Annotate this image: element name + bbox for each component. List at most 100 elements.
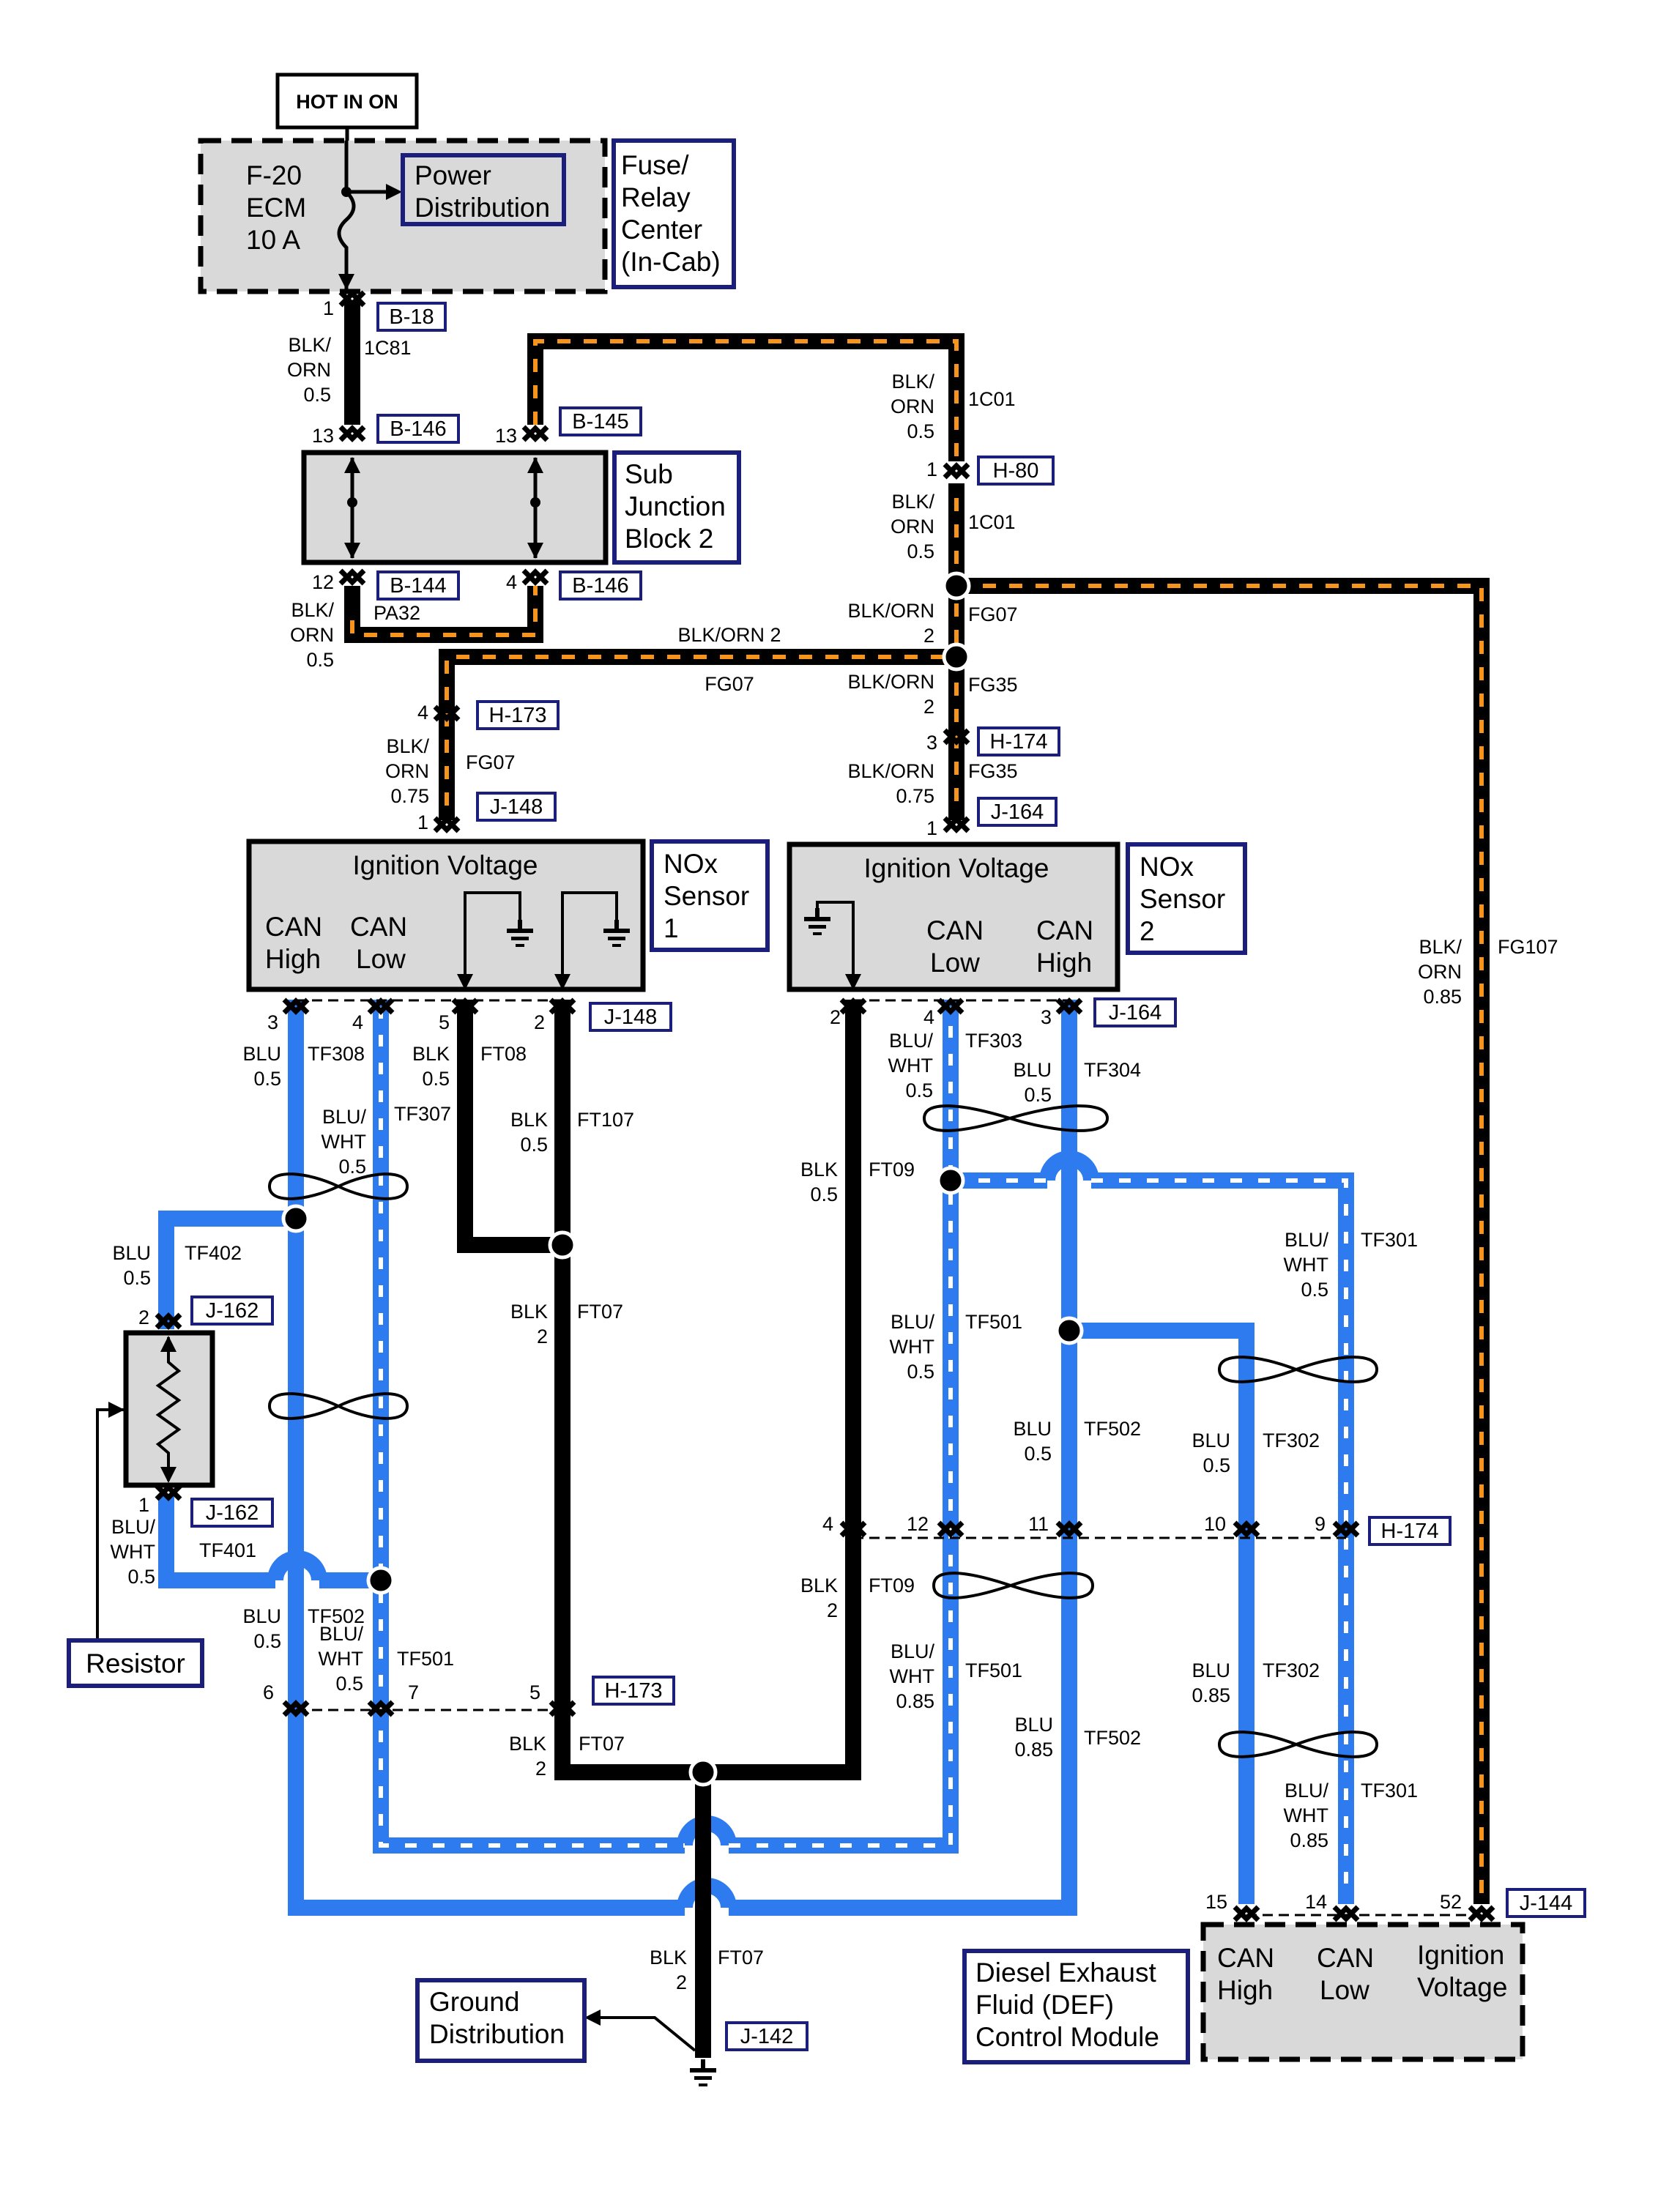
- wire-tf402: [158, 1211, 296, 1329]
- svg-text:12: 12: [907, 1513, 929, 1535]
- svg-text:FT07: FT07: [718, 1947, 764, 1969]
- wire-tf502-bottom: [288, 1710, 685, 1916]
- svg-text:0.85: 0.85: [1192, 1684, 1230, 1706]
- svg-text:BLK/ORN 2: BLK/ORN 2: [677, 624, 781, 646]
- ground-distribution-tag: [415, 1978, 587, 2063]
- svg-text:0.85: 0.85: [1014, 1739, 1053, 1761]
- connector-b-146: B-146: [572, 574, 628, 598]
- svg-text:Ground: Ground: [429, 1987, 519, 2017]
- connector-b-18: B-18: [389, 305, 434, 329]
- svg-text:7: 7: [408, 1681, 419, 1703]
- svg-text:0.5: 0.5: [907, 420, 934, 442]
- svg-text:PA32: PA32: [373, 602, 420, 624]
- wire-tf502-right: [1069, 1323, 1255, 1904]
- svg-text:BLK/ORN: BLK/ORN: [847, 671, 934, 693]
- svg-text:2: 2: [535, 1758, 546, 1780]
- svg-text:FT07: FT07: [579, 1733, 625, 1755]
- svg-text:1C81: 1C81: [364, 337, 412, 359]
- svg-text:WHT: WHT: [1284, 1254, 1328, 1276]
- svg-text:TF302: TF302: [1263, 1659, 1320, 1681]
- svg-text:4: 4: [822, 1513, 833, 1535]
- svg-text:BLU/: BLU/: [1285, 1229, 1329, 1251]
- svg-text:BLU/: BLU/: [891, 1311, 935, 1333]
- svg-text:TF502: TF502: [1084, 1418, 1141, 1440]
- svg-text:Fluid (DEF): Fluid (DEF): [975, 1990, 1114, 2020]
- svg-text:3: 3: [1041, 1006, 1052, 1028]
- svg-text:FG07: FG07: [705, 673, 754, 695]
- wire-tf401-crossover: [267, 1550, 327, 1581]
- svg-text:2: 2: [923, 625, 934, 647]
- svg-text:WHT: WHT: [890, 1665, 934, 1687]
- svg-text:1: 1: [417, 811, 428, 833]
- svg-text:FT08: FT08: [480, 1043, 527, 1065]
- can-high-wires: [158, 1000, 1255, 1916]
- twisted-pair-icons: [267, 1104, 1379, 1758]
- wire-ft08: [457, 1000, 562, 1253]
- svg-text:52: 52: [1440, 1891, 1462, 1913]
- svg-text:BLK: BLK: [510, 1301, 548, 1323]
- svg-text:TF301: TF301: [1361, 1780, 1418, 1802]
- svg-text:FG35: FG35: [968, 760, 1018, 782]
- connector-b-146: B-146: [390, 417, 446, 441]
- svg-text:1: 1: [926, 817, 937, 839]
- svg-text:2: 2: [537, 1326, 548, 1347]
- svg-text:BLU: BLU: [1192, 1430, 1230, 1451]
- svg-text:BLU: BLU: [242, 1605, 281, 1627]
- svg-text:11: 11: [1028, 1513, 1049, 1535]
- svg-text:BLU/: BLU/: [889, 1030, 934, 1052]
- svg-text:ORN: ORN: [290, 624, 334, 646]
- svg-text:Relay: Relay: [621, 182, 691, 212]
- svg-text:0.5: 0.5: [123, 1267, 151, 1289]
- connector-j-148: J-148: [490, 795, 543, 819]
- svg-text:CAN: CAN: [265, 912, 322, 942]
- svg-text:Sensor: Sensor: [664, 881, 749, 911]
- svg-text:5: 5: [529, 1681, 540, 1703]
- resistor-icon: [155, 1337, 182, 1481]
- svg-text:TF402: TF402: [185, 1242, 242, 1264]
- fuse-relay-center-tag: [612, 138, 736, 289]
- svg-text:10: 10: [1204, 1513, 1226, 1535]
- svg-text:BLK/: BLK/: [1419, 936, 1462, 958]
- svg-text:TF307: TF307: [394, 1103, 451, 1125]
- svg-text:Distribution: Distribution: [415, 193, 550, 223]
- svg-text:TF302: TF302: [1263, 1430, 1320, 1451]
- connector-h-174: H-174: [1381, 1520, 1439, 1543]
- svg-text:BLU/: BLU/: [1285, 1780, 1329, 1802]
- svg-text:9: 9: [1315, 1513, 1326, 1535]
- svg-text:0.5: 0.5: [422, 1068, 450, 1090]
- svg-text:BLK/: BLK/: [291, 599, 334, 621]
- svg-text:15: 15: [1205, 1891, 1227, 1913]
- svg-text:4: 4: [417, 702, 428, 724]
- svg-text:WHT: WHT: [890, 1336, 934, 1358]
- svg-text:1C01: 1C01: [968, 511, 1016, 533]
- svg-text:0.5: 0.5: [1024, 1443, 1052, 1465]
- svg-text:2: 2: [827, 1599, 838, 1621]
- svg-text:CAN: CAN: [350, 912, 407, 942]
- svg-text:Sensor: Sensor: [1140, 884, 1225, 914]
- svg-text:FG07: FG07: [968, 603, 1018, 625]
- svg-text:NOx: NOx: [1140, 852, 1194, 882]
- svg-text:TF501: TF501: [397, 1648, 454, 1670]
- svg-text:Ignition Voltage: Ignition Voltage: [863, 853, 1049, 883]
- def-control-module: [1200, 1922, 1525, 2062]
- svg-text:TF301: TF301: [1361, 1229, 1418, 1251]
- svg-text:High: High: [1036, 948, 1092, 978]
- svg-text:Block 2: Block 2: [625, 524, 713, 554]
- svg-text:TF501: TF501: [965, 1659, 1022, 1681]
- svg-text:Sub: Sub: [625, 459, 673, 489]
- svg-text:WHT: WHT: [1284, 1804, 1328, 1826]
- svg-text:2: 2: [830, 1006, 841, 1028]
- svg-text:BLK/: BLK/: [288, 334, 331, 356]
- svg-text:BLU: BLU: [1013, 1418, 1052, 1440]
- svg-text:4: 4: [352, 1011, 363, 1033]
- svg-text:0.5: 0.5: [1301, 1279, 1328, 1301]
- svg-text:0.5: 0.5: [810, 1183, 838, 1205]
- svg-text:TF303: TF303: [965, 1030, 1022, 1052]
- svg-text:TF501: TF501: [965, 1311, 1022, 1333]
- svg-text:0.75: 0.75: [390, 785, 429, 807]
- connector-h-173: H-173: [605, 1679, 663, 1703]
- svg-text:BLU/: BLU/: [891, 1640, 935, 1662]
- connector-h-173: H-173: [489, 704, 547, 727]
- svg-text:ORN: ORN: [1418, 961, 1462, 983]
- svg-text:BLU: BLU: [1014, 1714, 1053, 1736]
